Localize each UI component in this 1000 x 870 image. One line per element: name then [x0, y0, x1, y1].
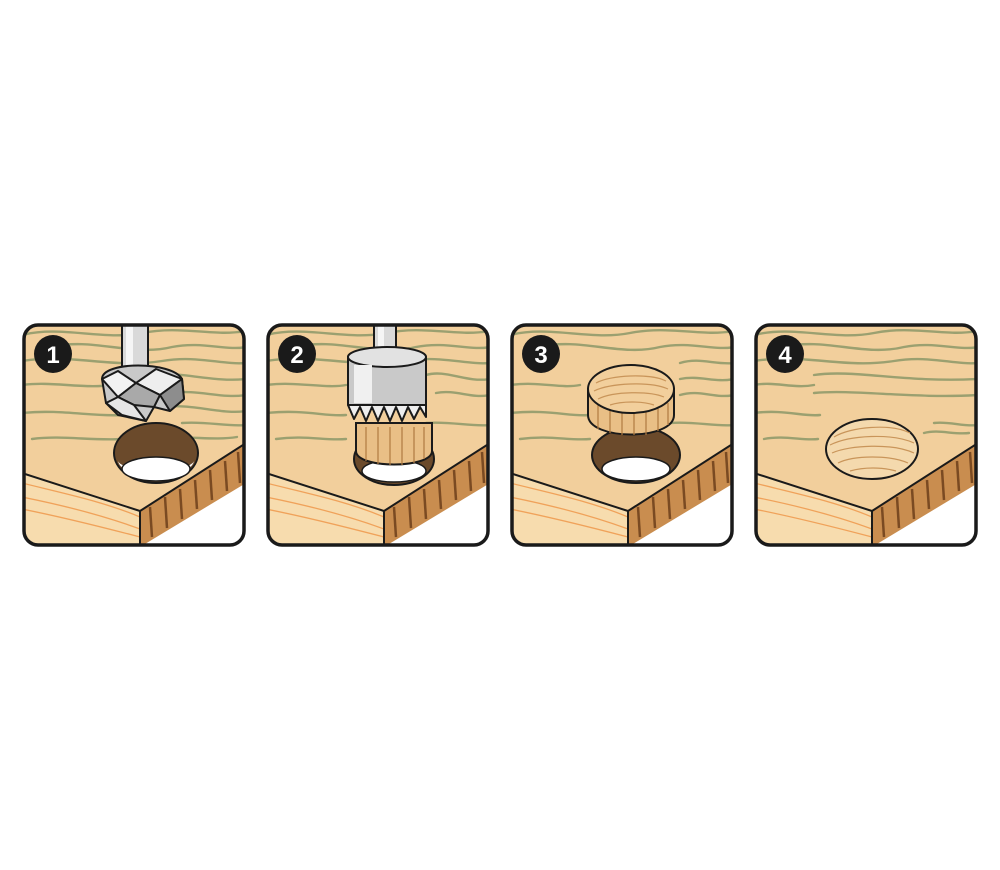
step-1-illustration: 1 [22, 323, 246, 547]
plug-cutter [347, 346, 427, 422]
step-badge-4 [766, 335, 804, 373]
step-number-3: 3 [534, 342, 547, 369]
step-2-illustration: 2 [266, 323, 490, 547]
step-number-4: 4 [778, 342, 792, 369]
wood-plug [355, 422, 433, 466]
step-number-2: 2 [290, 342, 303, 369]
wood-grain [512, 328, 732, 441]
step-3-illustration: 3 [510, 323, 734, 547]
step-panel-2: 2 [266, 323, 490, 547]
flush-plug [825, 418, 919, 480]
drill-shank [121, 325, 149, 368]
wood-plug [587, 364, 675, 436]
front-grain [24, 482, 141, 538]
step-number-1: 1 [46, 342, 59, 369]
board-top [756, 325, 976, 511]
panel-frame [510, 323, 734, 547]
end-grain [148, 451, 242, 538]
panel-frame [266, 323, 490, 547]
wood-grain [756, 328, 976, 441]
step-badge-2 [278, 335, 316, 373]
step-panel-1: 1 [22, 323, 246, 547]
panel-frame [22, 323, 246, 547]
forstner-bit-head [101, 364, 185, 422]
step-badge-1 [34, 335, 72, 373]
step-panel-3: 3 [510, 323, 734, 547]
step-panel-4: 4 [754, 323, 978, 547]
step-badge-3 [522, 335, 560, 373]
panel-frame [754, 323, 978, 547]
step-4-illustration: 4 [754, 323, 978, 547]
